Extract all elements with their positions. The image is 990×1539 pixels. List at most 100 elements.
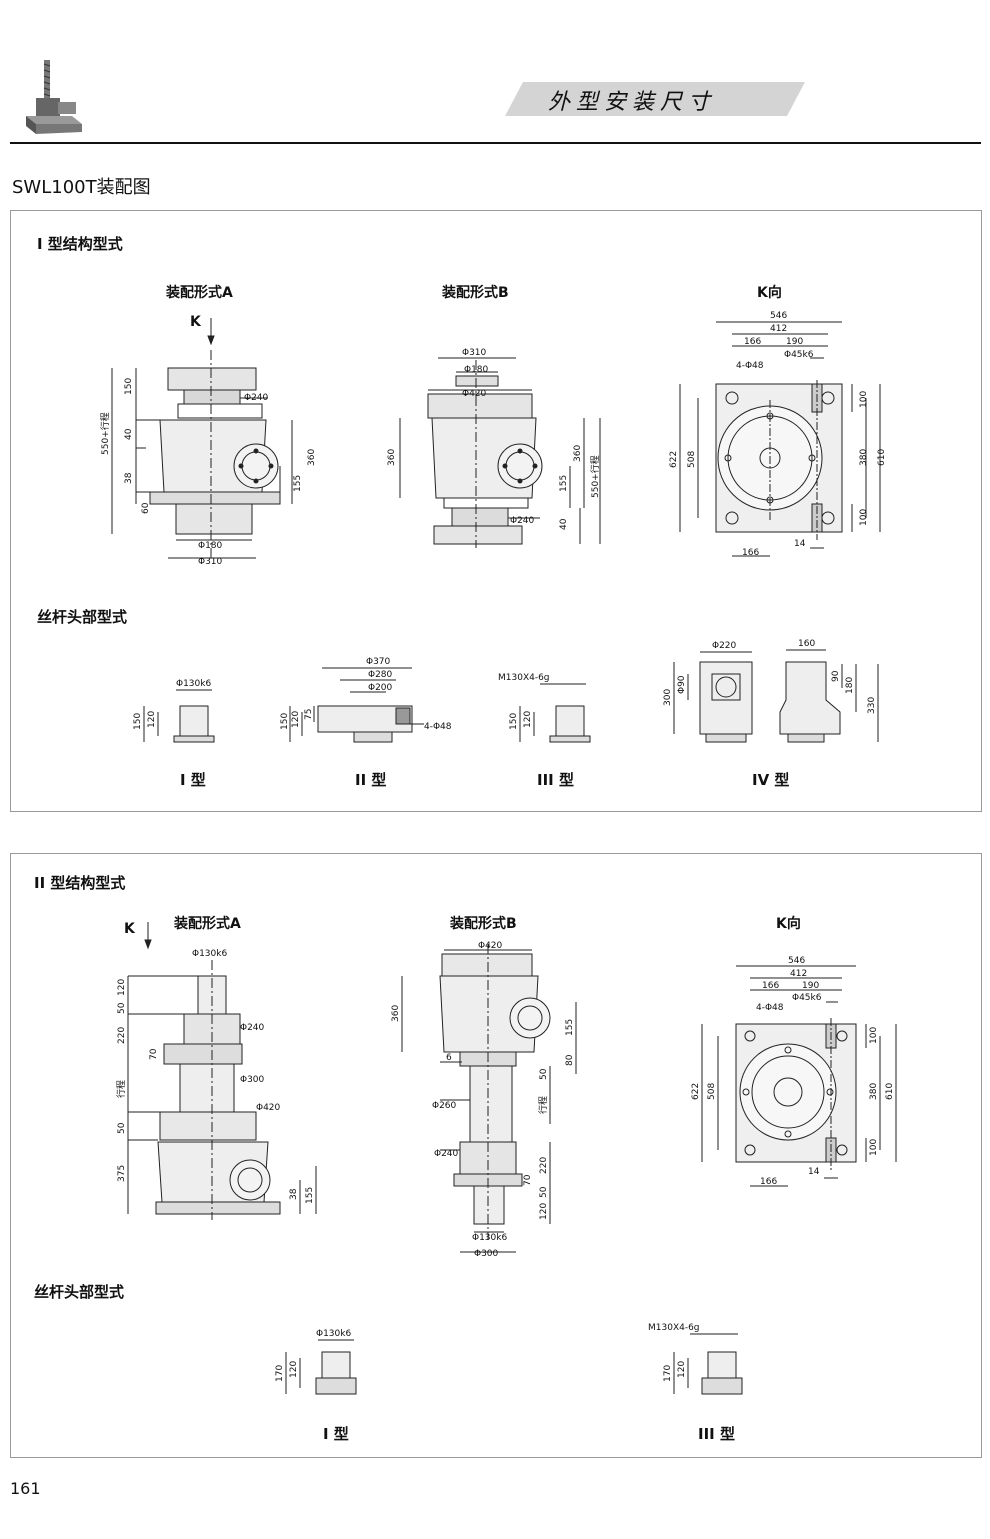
section1-title: I 型结构型式 bbox=[37, 235, 123, 253]
s1h2-150: 150 bbox=[280, 713, 290, 730]
s2h1-170: 170 bbox=[275, 1365, 285, 1382]
s2b-50a: 50 bbox=[539, 1068, 549, 1080]
s2-k-view-label: K向 bbox=[776, 916, 801, 932]
s2k-dim-14: 14 bbox=[808, 1167, 820, 1177]
s2k-dim-166t: 166 bbox=[762, 981, 779, 991]
s2h1-120: 120 bbox=[289, 1361, 299, 1378]
s1h2-75: 75 bbox=[304, 709, 314, 720]
s2k-dim-622: 622 bbox=[691, 1083, 701, 1100]
s1k-dim-14: 14 bbox=[794, 539, 806, 549]
s1k-dim-phi45: Φ45k6 bbox=[784, 350, 814, 360]
s1-k-view-label: K向 bbox=[757, 285, 782, 301]
s1h1-phi: Φ130k6 bbox=[176, 679, 211, 689]
s1k-dim-166b: 166 bbox=[742, 548, 759, 558]
s2b-stroke: 行程 bbox=[537, 1096, 549, 1114]
s1a-dim-40: 40 bbox=[124, 428, 134, 440]
s1a-dim-phi180: Φ180 bbox=[198, 541, 223, 551]
s2b-220: 220 bbox=[539, 1157, 549, 1174]
header-rule bbox=[10, 142, 981, 144]
s2a-220: 220 bbox=[117, 1027, 127, 1044]
s1b-dim-phi180: Φ180 bbox=[464, 365, 489, 375]
s1k-dim-412: 412 bbox=[770, 324, 787, 334]
s2a-375: 375 bbox=[117, 1165, 127, 1182]
s2b-155: 155 bbox=[565, 1019, 575, 1036]
s2a-stroke: 行程 bbox=[115, 1080, 127, 1098]
s2k-dim-phi45: Φ45k6 bbox=[792, 993, 822, 1003]
s1h4-90: 90 bbox=[831, 670, 841, 682]
s1h4-300: 300 bbox=[663, 689, 673, 706]
s2b-70: 70 bbox=[523, 1174, 533, 1186]
s1a-dim-38: 38 bbox=[124, 472, 134, 484]
s1-type-2-label: II 型 bbox=[355, 771, 387, 789]
s1h2-120: 120 bbox=[291, 711, 301, 728]
s1a-dim-550: 550+行程 bbox=[99, 412, 111, 455]
s2b-360: 360 bbox=[391, 1005, 401, 1022]
s1a-dim-phi310: Φ310 bbox=[198, 557, 223, 567]
s1h4-phi90: Φ90 bbox=[677, 675, 687, 694]
s1h2-phi280: Φ280 bbox=[368, 670, 393, 680]
s1h2-phi370: Φ370 bbox=[366, 657, 391, 667]
s2k-dim-380: 380 bbox=[869, 1083, 879, 1100]
s2-type-1-label: I 型 bbox=[323, 1425, 349, 1443]
s1-type-1-label: I 型 bbox=[180, 771, 206, 789]
page-title: SWL100T装配图 bbox=[12, 177, 151, 198]
s2k-dim-holes: 4-Φ48 bbox=[756, 1003, 784, 1013]
s1k-dim-546: 546 bbox=[770, 311, 787, 321]
s1b-dim-360r: 360 bbox=[573, 445, 583, 462]
s1k-dim-166t: 166 bbox=[744, 337, 761, 347]
s2b-6: 6 bbox=[446, 1053, 452, 1063]
s2k-dim-610: 610 bbox=[885, 1083, 895, 1100]
s2a-38: 38 bbox=[289, 1188, 299, 1200]
s2a-120: 120 bbox=[117, 979, 127, 996]
s1h4-160: 160 bbox=[798, 639, 815, 649]
s1b-dim-phi240: Φ240 bbox=[510, 516, 535, 526]
s1b-dim-360l: 360 bbox=[387, 449, 397, 466]
s1h4-180: 180 bbox=[845, 677, 855, 694]
s1h2-phi200: Φ200 bbox=[368, 683, 393, 693]
s2k-dim-166b: 166 bbox=[760, 1177, 777, 1187]
s1k-dim-holes: 4-Φ48 bbox=[736, 361, 764, 371]
s2a-phi240: Φ240 bbox=[240, 1023, 265, 1033]
s2-screw-head-title: 丝杆头部型式 bbox=[34, 1283, 125, 1301]
banner-shape bbox=[505, 82, 805, 116]
s1b-dim-40: 40 bbox=[559, 518, 569, 530]
s2b-phi420: Φ420 bbox=[478, 941, 503, 951]
s1k-dim-100b: 100 bbox=[859, 509, 869, 526]
s1h3-150: 150 bbox=[509, 713, 519, 730]
s1h4-330: 330 bbox=[867, 697, 877, 714]
s2k-dim-100b: 100 bbox=[869, 1139, 879, 1156]
s1a-dim-phi240: Φ240 bbox=[244, 393, 269, 403]
section2-title: II 型结构型式 bbox=[34, 874, 126, 892]
s2-assembly-b-label: 装配形式B bbox=[450, 916, 517, 932]
banner-title: 外型安装尺寸 bbox=[548, 90, 717, 115]
s2-assembly-a-label: 装配形式A bbox=[174, 916, 241, 932]
s2k-dim-412: 412 bbox=[790, 969, 807, 979]
s2b-80: 80 bbox=[565, 1054, 575, 1066]
s1a-dim-155: 155 bbox=[293, 475, 303, 492]
s2-type-3-label: III 型 bbox=[698, 1425, 735, 1443]
s2a-50b: 50 bbox=[117, 1122, 127, 1134]
s2a-phi420: Φ420 bbox=[256, 1103, 281, 1113]
s2h1-phi: Φ130k6 bbox=[316, 1329, 351, 1339]
s2h3-120: 120 bbox=[677, 1361, 687, 1378]
s1-type-3-label: III 型 bbox=[537, 771, 574, 789]
s1k-dim-190: 190 bbox=[786, 337, 803, 347]
page-number: 161 bbox=[10, 1479, 41, 1498]
s1a-dim-150: 150 bbox=[124, 378, 134, 395]
s2a-50a: 50 bbox=[117, 1002, 127, 1014]
s2a-70: 70 bbox=[149, 1048, 159, 1060]
s2k-dim-100a: 100 bbox=[869, 1027, 879, 1044]
s1b-dim-phi310: Φ310 bbox=[462, 348, 487, 358]
s2-k-arrow-label: K bbox=[124, 921, 135, 937]
s2k-dim-190: 190 bbox=[802, 981, 819, 991]
s1b-dim-phi420: Φ420 bbox=[462, 389, 487, 399]
s2b-120: 120 bbox=[539, 1203, 549, 1220]
jack-logo-icon bbox=[26, 60, 82, 134]
